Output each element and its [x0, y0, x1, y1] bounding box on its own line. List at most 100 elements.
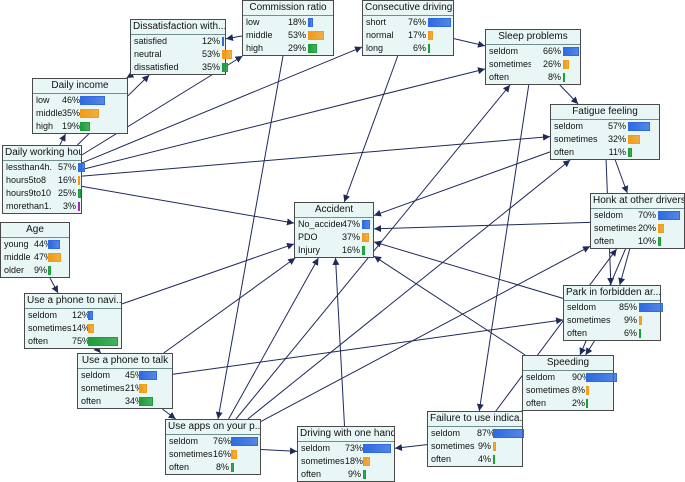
edge-consecutive-to-sleep: [454, 39, 485, 46]
state-label: sometimes: [594, 222, 636, 235]
edge-phonetalk-to-park: [173, 320, 563, 374]
edge-honk-to-park: [620, 249, 630, 285]
edge-age-to-phonenav: [50, 278, 58, 293]
state-label: dissatisfied: [134, 61, 196, 74]
probability-bar: [88, 337, 118, 346]
state-percent: 34%: [125, 395, 137, 408]
probability-bar: [78, 189, 81, 198]
state-label: seldom: [431, 427, 477, 440]
state-label: Injury: [298, 244, 342, 257]
edge-park-to-accident: [374, 242, 563, 298]
state-label: lessthan4h...: [6, 161, 52, 174]
node-title: Honk at other drivers: [591, 194, 684, 209]
probability-bar: [308, 31, 324, 40]
probability-bar: [80, 109, 99, 118]
state-percent: 45%: [125, 369, 137, 382]
node-title: Use a phone to navi...: [25, 294, 121, 309]
edge-apps-to-onehand: [261, 450, 297, 452]
probability-bar: [428, 18, 451, 27]
state-percent: 87%: [477, 427, 491, 440]
state-label: middle: [246, 29, 276, 42]
state-label: sometimes: [301, 455, 345, 468]
state-label: seldom: [81, 369, 125, 382]
state-percent: 8%: [213, 461, 229, 474]
state-label: sometimes: [554, 133, 606, 146]
state-percent: 70%: [636, 209, 656, 222]
state-percent: 8%: [572, 384, 584, 397]
probability-bar: [78, 176, 80, 185]
edge-hours-to-sleep: [82, 69, 485, 170]
edge-phonenav-to-accident: [122, 244, 294, 304]
node-title: Park in forbidden ar...: [564, 286, 660, 301]
probability-bar: [493, 442, 496, 451]
state-percent: 18%: [345, 455, 361, 468]
node-title: Accident: [295, 203, 373, 218]
node-hours[interactable]: Daily working hourslessthan4h...57%hours…: [2, 145, 82, 214]
state-percent: 17%: [404, 29, 426, 42]
state-row: lessthan4h...57%: [3, 161, 81, 174]
state-percent: 9%: [615, 314, 637, 327]
state-label: seldom: [489, 45, 531, 58]
probability-bar: [639, 329, 641, 338]
state-label: No_accident: [298, 218, 342, 231]
state-label: neutral: [134, 48, 196, 61]
probability-bar: [628, 148, 632, 157]
state-label: high: [36, 120, 62, 133]
state-percent: 73%: [345, 442, 361, 455]
state-label: low: [36, 94, 62, 107]
state-percent: 47%: [342, 218, 360, 231]
node-title: Speeding: [523, 356, 613, 371]
state-percent: 37%: [342, 231, 360, 244]
state-label: seldom: [169, 435, 213, 448]
probability-bar: [363, 470, 366, 479]
state-label: often: [567, 327, 615, 340]
state-label: often: [489, 71, 531, 84]
probability-bar: [222, 50, 232, 59]
state-percent: 76%: [213, 435, 229, 448]
state-percent: 29%: [276, 42, 306, 55]
state-percent: 57%: [606, 120, 626, 133]
state-percent: 75%: [72, 335, 86, 348]
probability-bar: [628, 135, 640, 144]
probability-bar: [586, 386, 589, 395]
state-label: sometimes: [489, 58, 531, 71]
probability-bar: [231, 450, 237, 459]
node-title: Commission ratio: [243, 1, 333, 16]
